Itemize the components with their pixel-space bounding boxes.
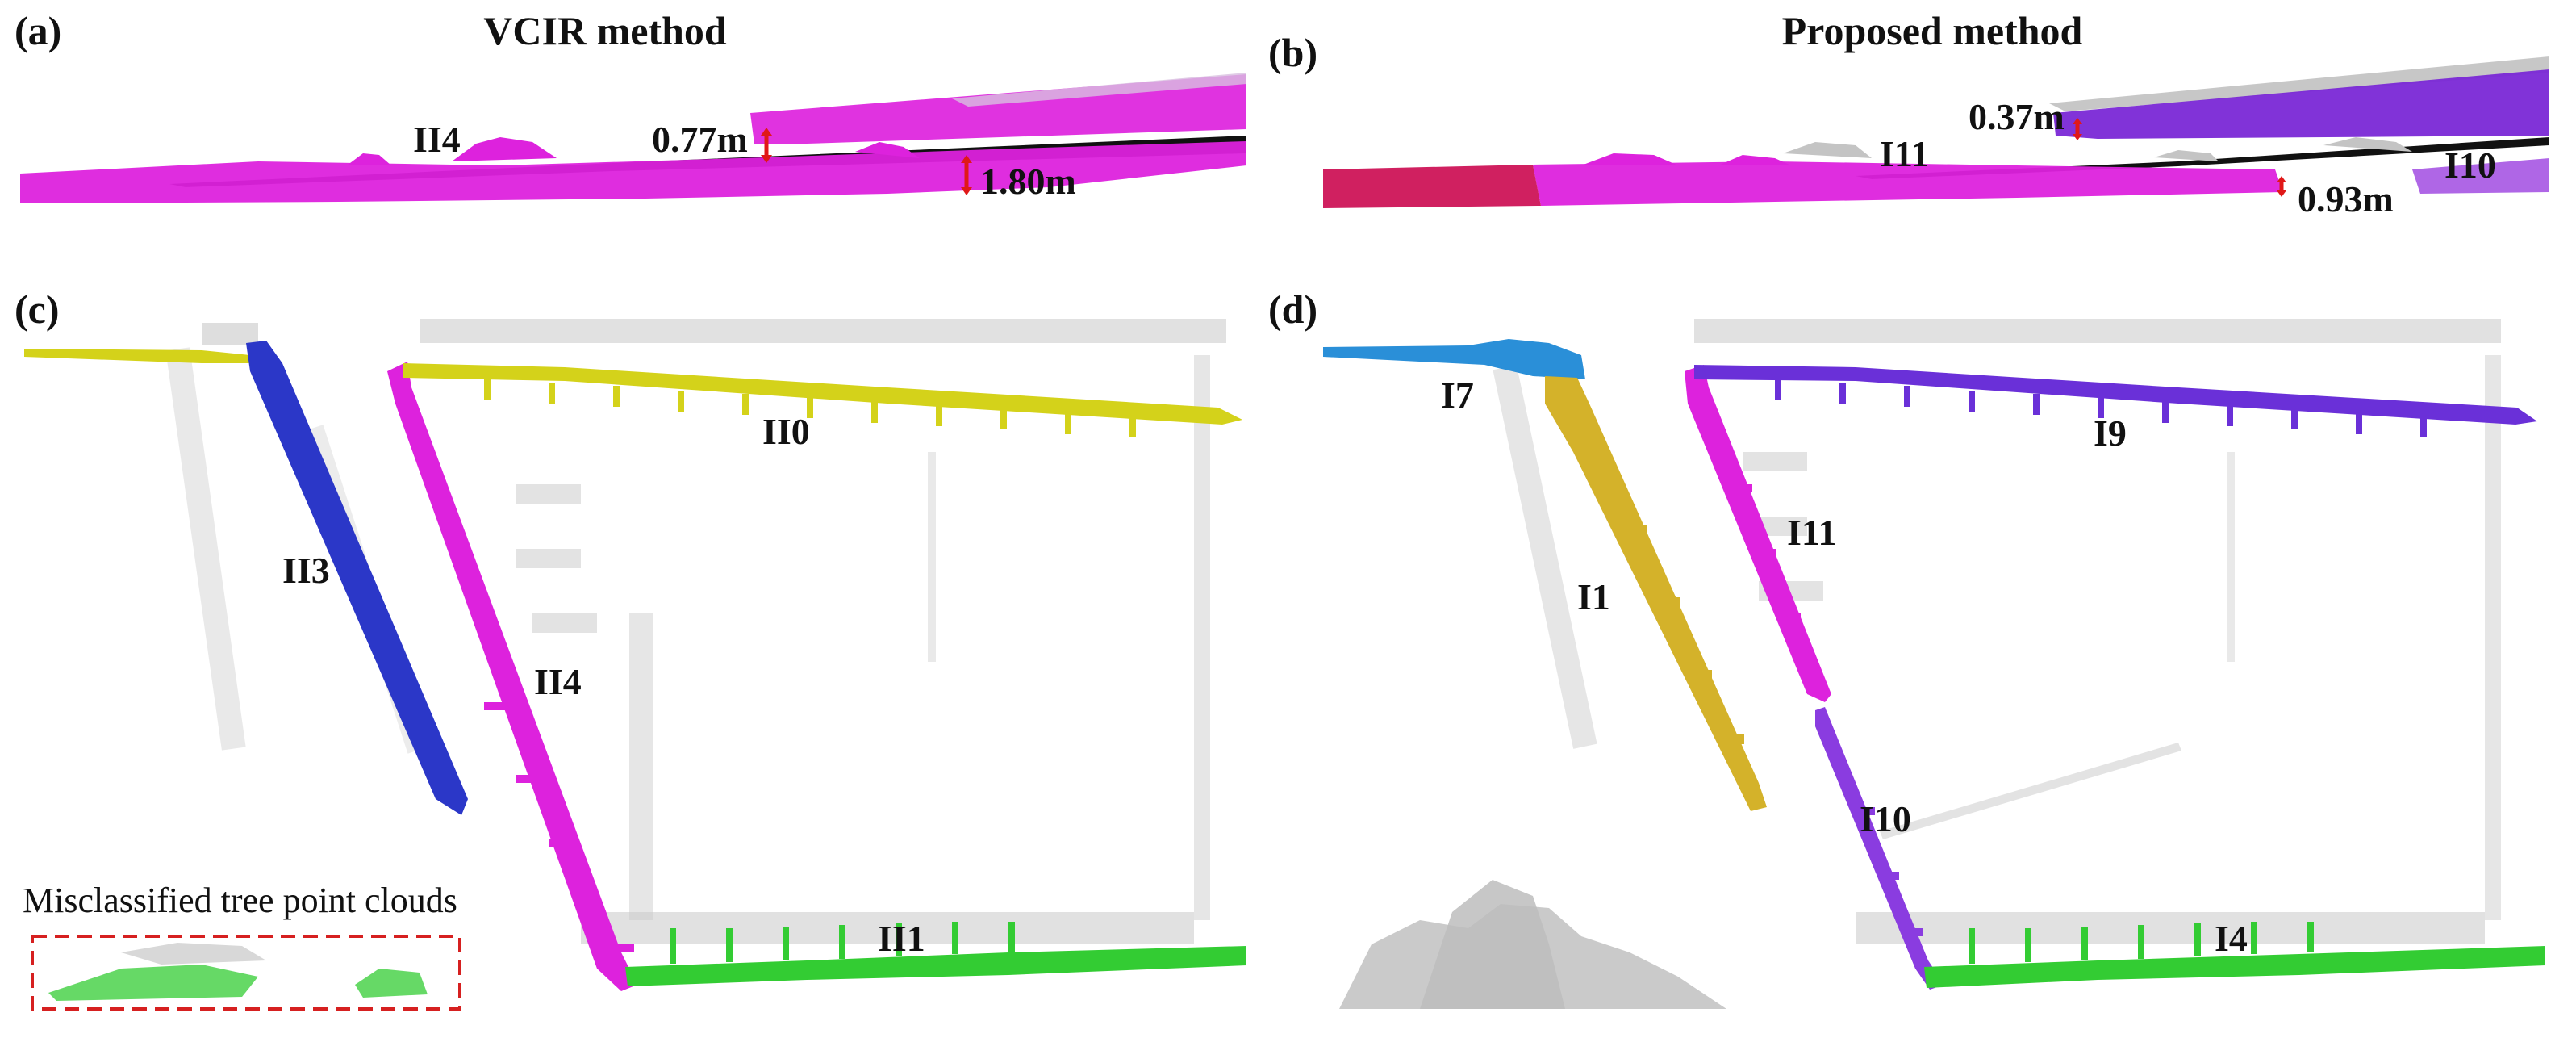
- road-label-i10: I10: [1860, 798, 1911, 839]
- upper-road-haze-b: [2049, 56, 2549, 111]
- panel-d: (d): [1268, 287, 2545, 1009]
- gray-object-1: [1783, 142, 1872, 158]
- measure-arrow-093-top: [2277, 176, 2286, 182]
- panel-d-label: (d): [1268, 287, 1317, 332]
- measure-arrow-093-bottom: [2277, 190, 2286, 197]
- roadside-object-2: [347, 153, 391, 165]
- road-label-ii3: II3: [282, 550, 330, 591]
- road-cloud-ii1: [625, 946, 1246, 986]
- roadside-object-b1: [1581, 153, 1678, 165]
- road-label-ii1: II1: [878, 918, 925, 959]
- road-i4-ticks: [1969, 922, 2314, 964]
- measure-arrow-180-top: [961, 155, 972, 163]
- road-label-ii0: II0: [762, 411, 810, 452]
- measure-label-037: 0.37m: [1969, 96, 2065, 137]
- top-view-point-cloud-c: [24, 319, 1246, 1011]
- upper-road-haze: [952, 73, 1246, 107]
- measure-arrow-037-bottom: [2073, 134, 2082, 140]
- panel-b: (b) Proposed method: [1268, 8, 2549, 220]
- road-cloud-i7: [1323, 339, 1585, 379]
- misclassified-tree-points: [48, 943, 428, 1001]
- lower-road-cloud: [20, 141, 1246, 203]
- road-i9-ticks: [1775, 379, 2427, 437]
- panel-b-title: Proposed method: [1782, 8, 2083, 53]
- road-ii0-ticks: [484, 379, 1136, 437]
- misclassified-tree-box: [31, 935, 461, 1011]
- measure-arrow-037-top: [2073, 118, 2082, 124]
- background-gray-cloud-d: [1493, 319, 2501, 944]
- gray-object-3: [2323, 137, 2412, 152]
- measure-arrow-077-top: [761, 128, 772, 136]
- panel-b-label: (b): [1268, 30, 1317, 75]
- road-cloud-ii3: [246, 341, 468, 815]
- measure-arrow-180-bottom: [961, 187, 972, 195]
- lower-road-cloud-magenta: [1533, 161, 2283, 206]
- road-ii1-ticks: [670, 922, 1015, 964]
- gray-object-2: [2154, 150, 2219, 161]
- measure-arrow-077-bottom: [761, 155, 772, 163]
- measure-label-093: 0.93m: [2298, 178, 2394, 220]
- road-i1-ticks: [1630, 525, 1744, 744]
- road-label-i9: I9: [2094, 412, 2127, 454]
- panel-c-label: (c): [15, 287, 60, 332]
- road-label-ii4: II4: [534, 661, 582, 702]
- panel-a-label: (a): [15, 8, 61, 53]
- upper-road-cloud-b: [2053, 69, 2549, 139]
- gray-tree-cloud: [1339, 880, 1726, 1009]
- panel-a-title: VCIR method: [483, 8, 727, 53]
- road-ii4-ticks: [484, 702, 634, 952]
- road-cloud-i1: [1545, 376, 1767, 811]
- panel-c: (c): [15, 287, 1246, 1011]
- road-cloud-i10: [1815, 707, 1944, 990]
- road-label-i11-side: I11: [1880, 133, 1929, 174]
- roadside-object-1: [452, 137, 557, 161]
- road-label-i7: I7: [1441, 375, 1474, 416]
- top-view-point-cloud-d: [1323, 319, 2545, 1009]
- side-view-point-cloud-a: [20, 73, 1246, 203]
- panel-a: (a) VCIR method II4 0.77m 1.80m: [15, 8, 1246, 203]
- roadside-object-3: [855, 142, 920, 158]
- roadside-object-b2: [1718, 155, 1791, 165]
- road-cloud-ii0: [403, 363, 1242, 425]
- measure-label-180: 1.80m: [980, 161, 1076, 202]
- road-label-i10-side: I10: [2444, 144, 2496, 186]
- measure-label-077: 0.77m: [652, 119, 748, 160]
- road-label-i11: I11: [1787, 512, 1836, 553]
- road-i10-ticks: [1856, 807, 1923, 936]
- road-cloud-ii4: [387, 362, 637, 991]
- road-label-i4: I4: [2215, 918, 2248, 959]
- road-cloud-yellow-left: [24, 349, 258, 363]
- road-ii3-ticks: [305, 484, 437, 738]
- road-cloud-i9: [1694, 365, 2537, 425]
- lower-road-cloud-crimson: [1323, 165, 1541, 208]
- misclassified-note: Misclassified tree point clouds: [23, 881, 457, 920]
- side-view-point-cloud-b: [1323, 56, 2549, 208]
- road-label-ii4-side: II4: [413, 119, 461, 160]
- road-i11-ticks: [1735, 484, 1801, 621]
- road-label-i1: I1: [1577, 576, 1610, 617]
- road-cloud-i4: [1924, 946, 2545, 988]
- right-road-cloud-purple: [2412, 158, 2549, 194]
